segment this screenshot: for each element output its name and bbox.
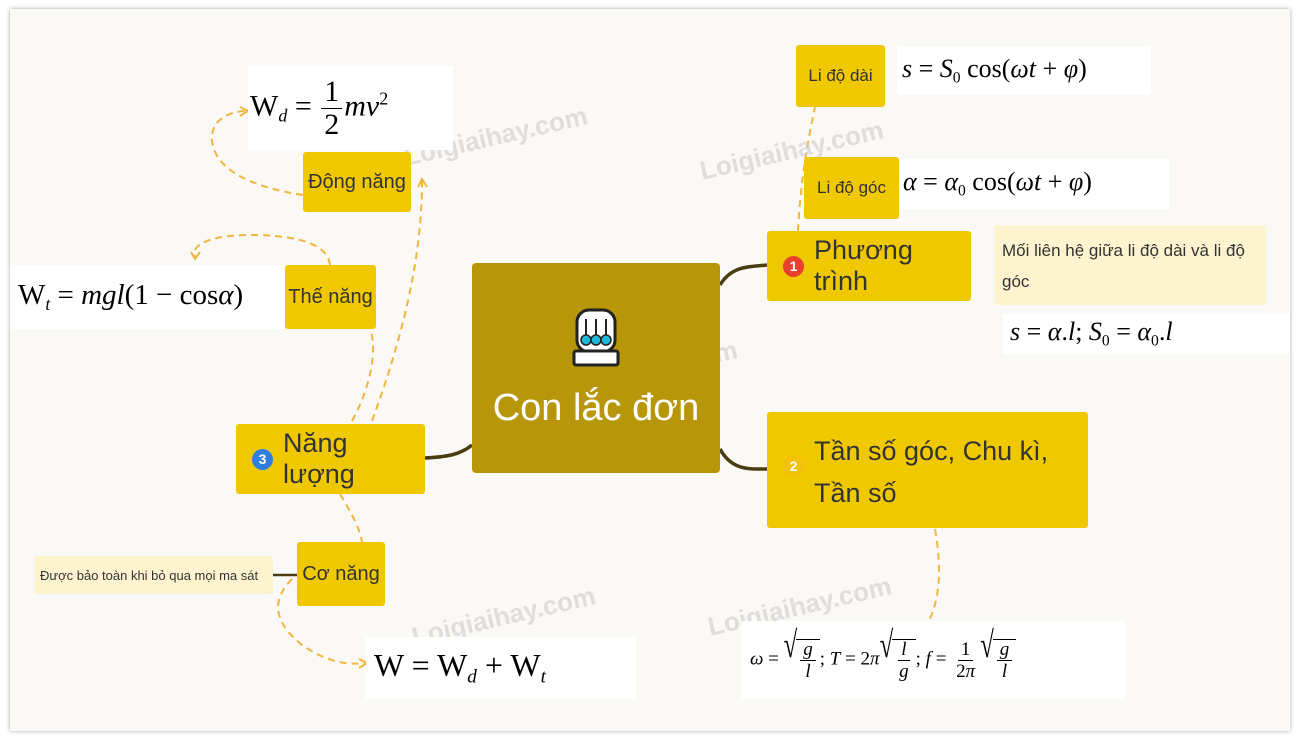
formula-co-nang: W = Wd + Wt bbox=[366, 637, 636, 699]
node-nang-luong[interactable]: 3 Năng lượng bbox=[236, 424, 425, 494]
node-dong-nang[interactable]: Động năng bbox=[303, 152, 411, 212]
mindmap-canvas: Loigiaihay.com Loigiaihay.com Loigiaihay… bbox=[10, 9, 1290, 731]
pendulum-icon bbox=[572, 308, 620, 366]
node-tan-so[interactable]: 2 Tần số góc, Chu kì, Tần số bbox=[767, 412, 1088, 528]
node-co-nang[interactable]: Cơ năng bbox=[297, 542, 385, 606]
connector-branch1 bbox=[718, 263, 768, 286]
label-phuong-trinh: Phương trình bbox=[814, 235, 913, 296]
dash-co-nang-formula bbox=[277, 578, 367, 665]
node-li-do-goc[interactable]: Li độ góc bbox=[804, 157, 899, 219]
formula-relation: s = α.l; S0 = α0.l bbox=[1003, 314, 1290, 354]
dash-the-nang-loop bbox=[193, 233, 331, 266]
node-phuong-trinh[interactable]: 1 Phương trình bbox=[767, 231, 971, 301]
number-badge-1: 1 bbox=[783, 255, 804, 277]
label-tan-so: Tần số góc, Chu kì, Tần số bbox=[814, 436, 1049, 508]
dash-nang-luong-dong-nang bbox=[371, 180, 423, 422]
dash-phuong-trinh-li-do bbox=[797, 106, 816, 232]
note-relation: Mối liên hệ giữa li độ dài và li độ góc bbox=[994, 225, 1266, 305]
formula-li-do-goc: α = α0 cos(ωt + φ) bbox=[899, 159, 1169, 209]
dash-nang-luong-co-nang bbox=[339, 493, 363, 543]
dash-dong-nang-loop bbox=[210, 110, 304, 196]
dash-nang-luong-the-nang bbox=[351, 328, 375, 422]
formula-li-do-dai: s = S0 cos(ωt + φ) bbox=[897, 47, 1151, 95]
center-node[interactable]: Con lắc đơn bbox=[472, 263, 720, 473]
dash-branch2-formula bbox=[927, 528, 941, 624]
connector-lines bbox=[190, 106, 941, 669]
connector-branch2 bbox=[718, 448, 768, 471]
node-the-nang[interactable]: Thế năng bbox=[285, 265, 376, 329]
note-co-nang: Được bảo toàn khi bỏ qua mọi ma sát bbox=[34, 556, 273, 594]
label-nang-luong: Năng lượng bbox=[283, 428, 355, 489]
center-label: Con lắc đơn bbox=[492, 386, 700, 429]
number-badge-2: 2 bbox=[783, 456, 804, 477]
number-badge-3: 3 bbox=[252, 448, 273, 470]
connector-branch3 bbox=[423, 443, 474, 460]
node-li-do-dai[interactable]: Li độ dài bbox=[796, 45, 885, 107]
formula-the-nang: Wt = mgl(1 − cosα) bbox=[10, 265, 285, 329]
